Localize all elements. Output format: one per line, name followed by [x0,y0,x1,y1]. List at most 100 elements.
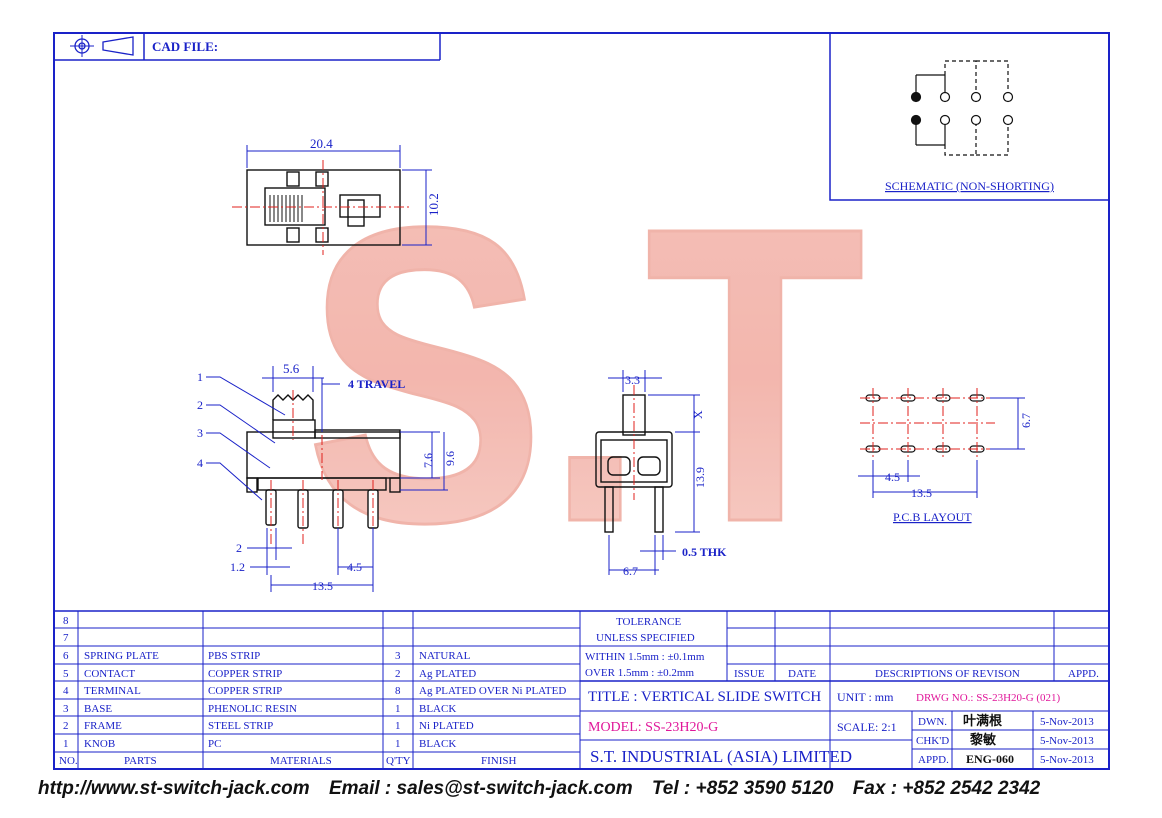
cad-file-label: CAD FILE: [152,39,218,54]
parts-cell-part: BASE [84,703,112,715]
parts-cell-no: 7 [63,632,69,644]
revision-appd: APPD. [1068,668,1099,680]
watermark: S.T [304,140,867,612]
pcb-dim-4-5: 4.5 [885,470,900,484]
parts-cell-part: FRAME [84,720,122,732]
callout-4: 4 [197,456,203,470]
parts-cell-part: CONTACT [84,668,135,680]
revision-desc: DESCRIPTIONS OF REVISON [875,668,1020,680]
parts-cell-no: 5 [63,668,69,680]
parts-cell-no: 3 [63,703,69,715]
top-view: 20.4 10.2 [232,136,441,255]
top-height-dim: 10.2 [426,193,441,216]
revision-date: DATE [788,668,816,680]
header-no: NO. [59,755,78,767]
dim-1-2: 1.2 [230,560,245,574]
dim-2: 2 [236,541,242,555]
end-dim-3-3: 3.3 [625,373,640,387]
callout-2: 2 [197,398,203,412]
callout-1: 1 [197,370,203,384]
parts-cell-no: 1 [63,738,69,750]
dwn-date: 5-Nov-2013 [1040,716,1094,728]
parts-cell-finish: Ag PLATED OVER Ni PLATED [419,685,566,697]
parts-cell-part: TERMINAL [84,685,141,697]
end-dim-6-7: 6.7 [623,564,638,578]
end-view: 3.3 X 13.9 0.5 THK 6.7 [595,370,727,578]
top-width-dim: 20.4 [310,136,333,151]
cad-file-header: CAD FILE: [53,33,441,61]
revision-issue: ISSUE [734,668,765,680]
parts-cell-finish: Ni PLATED [419,720,474,732]
parts-cell-part: KNOB [84,738,115,750]
tolerance-over: OVER 1.5mm : ±0.2mm [585,667,694,679]
schematic-caption: SCHEMATIC (NON-SHORTING) [885,179,1054,193]
parts-cell-finish: BLACK [419,738,456,750]
dim-13-5: 13.5 [312,579,333,593]
travel-label: 4 TRAVEL [348,377,405,391]
knob-dim: 5.6 [283,361,300,376]
pcb-dim-6-7: 6.7 [1019,413,1033,428]
chkd-date: 5-Nov-2013 [1040,735,1094,747]
callout-3: 3 [197,426,203,440]
appd-name: ENG-060 [966,752,1014,766]
drawing-number: DRWG NO.: SS-23H20-G (021) [916,692,1061,704]
parts-cell-finish: NATURAL [419,650,471,662]
title-block: TITLE : VERTICAL SLIDE SWITCH UNIT : mm … [580,689,1109,769]
schematic-diagram [910,60,1014,156]
website-link[interactable]: http://www.st-switch-jack.com [38,778,310,799]
appd-date: 5-Nov-2013 [1040,754,1094,766]
parts-cell-qty: 8 [395,685,401,697]
pcb-caption: P.C.B LAYOUT [893,510,972,524]
dwn-name: 叶满根 [963,713,1003,728]
projection-symbol-icon [70,35,134,57]
scale-label: SCALE: 2:1 [837,720,897,734]
end-dim-x: X [691,410,705,419]
dim-9-6: 9.6 [443,451,457,466]
drawing-title: TITLE : VERTICAL SLIDE SWITCH [588,689,821,705]
tolerance-block: TOLERANCE UNLESS SPECIFIED WITHIN 1.5mm … [580,610,1109,769]
parts-cell-qty: 3 [395,650,401,662]
unit-label: UNIT : mm [837,690,894,704]
email-text[interactable]: Email : sales@st-switch-jack.com [328,778,633,799]
parts-cell-finish: BLACK [419,703,456,715]
parts-cell-material: COPPER STRIP [208,685,282,697]
parts-cell-finish: Ag PLATED [419,668,476,680]
tel-text: Tel : +852 3590 5120 [651,778,834,799]
pcb-layout: 6.7 4.5 13.5 P.C.B LAYOUT [858,388,1033,524]
side-view: 1 2 3 4 5.6 4 TRAVEL 7.6 9.6 2 1.2 4.5 1… [197,361,457,593]
chkd-name: 黎敏 [970,732,997,747]
parts-cell-no: 2 [63,720,69,732]
pcb-dim-13-5: 13.5 [911,486,932,500]
header-qty: Q'TY [386,755,411,767]
dim-4-5: 4.5 [347,560,362,574]
parts-cell-qty: 2 [395,668,401,680]
tolerance-within: WITHIN 1.5mm : ±0.1mm [585,651,705,663]
tolerance-subtitle: UNLESS SPECIFIED [596,632,695,644]
parts-cell-part: SPRING PLATE [84,650,159,662]
parts-cell-material: PC [208,738,221,750]
header-finish: FINISH [481,755,517,767]
parts-cell-qty: 1 [395,738,401,750]
contact-footer: http://www.st-switch-jack.com Email : sa… [38,778,1138,800]
parts-table [54,610,581,769]
parts-table-header: NO. PARTS MATERIALS Q'TY FINISH [59,755,517,767]
parts-cell-no: 8 [63,615,69,627]
end-dim-13-9: 13.9 [693,467,707,488]
tolerance-title: TOLERANCE [616,616,681,628]
parts-cell-material: COPPER STRIP [208,668,282,680]
header-materials: MATERIALS [270,755,332,767]
parts-cell-qty: 1 [395,720,401,732]
company-name: S.T. INDUSTRIAL (ASIA) LIMITED [590,747,852,766]
parts-cell-material: PHENOLIC RESIN [208,703,297,715]
model-label: MODEL: SS-23H20-G [588,720,718,735]
watermark-text: S.T [305,141,865,610]
dim-7-6: 7.6 [421,453,435,468]
appd-label: APPD. [918,754,949,766]
parts-cell-no: 4 [63,685,69,697]
fax-text: Fax : +852 2542 2342 [852,778,1041,799]
dwn-label: DWN. [918,716,947,728]
parts-cell-material: STEEL STRIP [208,720,273,732]
